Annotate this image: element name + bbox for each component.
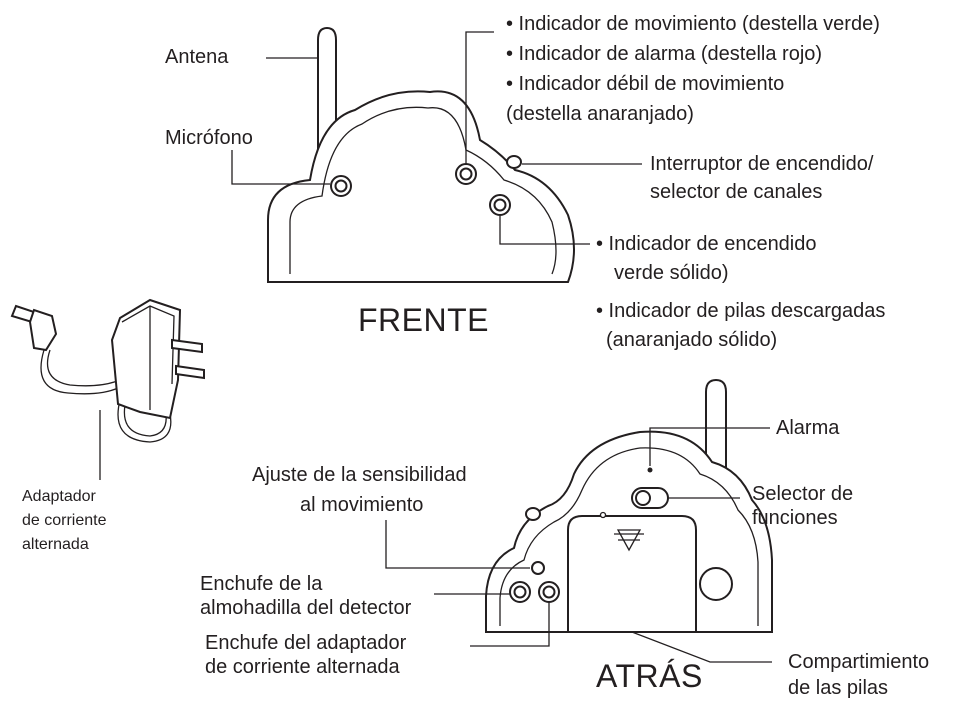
label-function-selector-2: funciones (752, 507, 838, 529)
front-leader-lines (231, 31, 642, 245)
label-antenna: Antena (165, 46, 229, 68)
label-adapter-line1: Adaptador (22, 488, 96, 505)
label-channel-selector: selector de canales (650, 181, 823, 203)
label-adapter-line2: de corriente (22, 512, 107, 529)
back-leader-lines (385, 427, 772, 663)
label-adapter-line3: alternada (22, 536, 89, 553)
back-battery-compartment (567, 515, 697, 633)
adapter-drawing (10, 298, 205, 443)
back-unit-drawing (485, 378, 773, 633)
heading-front: FRENTE (358, 302, 489, 338)
label-power-switch: Interruptor de encendido/ (650, 153, 874, 175)
label-function-selector: Selector de (752, 483, 854, 505)
label-sensitivity: Ajuste de la sensibilidad (252, 464, 467, 486)
label-indicator-motion: • Indicador de movimiento (destella verd… (506, 13, 880, 35)
label-power-indicator-color: verde sólido) (614, 262, 729, 284)
back-alarm (647, 467, 653, 473)
label-detector-jack: Enchufe de la (200, 573, 323, 595)
back-sensitivity-knob (531, 561, 545, 575)
label-detector-jack-2: almohadilla del detector (200, 597, 412, 619)
label-battery-compartment-2: de las pilas (788, 677, 889, 699)
front-unit-drawing (267, 26, 575, 283)
label-power-indicator: • Indicador de encendido (596, 233, 817, 255)
front-body-inner (289, 106, 557, 275)
front-body (267, 90, 575, 283)
label-indicator-weak-motion-color: (destella anaranjado) (506, 103, 694, 125)
front-power-switch (506, 155, 522, 169)
label-low-battery-color: (anaranjado sólido) (606, 329, 778, 351)
label-adapter-jack-2: de corriente alternada (205, 656, 400, 678)
label-sensitivity-2: al movimiento (300, 494, 424, 516)
label-battery-compartment: Compartimiento (788, 651, 930, 673)
label-adapter-jack: Enchufe del adaptador (205, 632, 407, 654)
label-low-battery-indicator: • Indicador de pilas descargadas (596, 300, 886, 322)
label-indicator-alarm: • Indicador de alarma (destella rojo) (506, 43, 823, 65)
heading-back: ATRÁS (596, 658, 703, 694)
label-microphone: Micrófono (165, 127, 253, 149)
label-indicator-weak-motion: • Indicador débil de movimiento (506, 73, 785, 95)
label-alarm: Alarma (776, 417, 840, 439)
